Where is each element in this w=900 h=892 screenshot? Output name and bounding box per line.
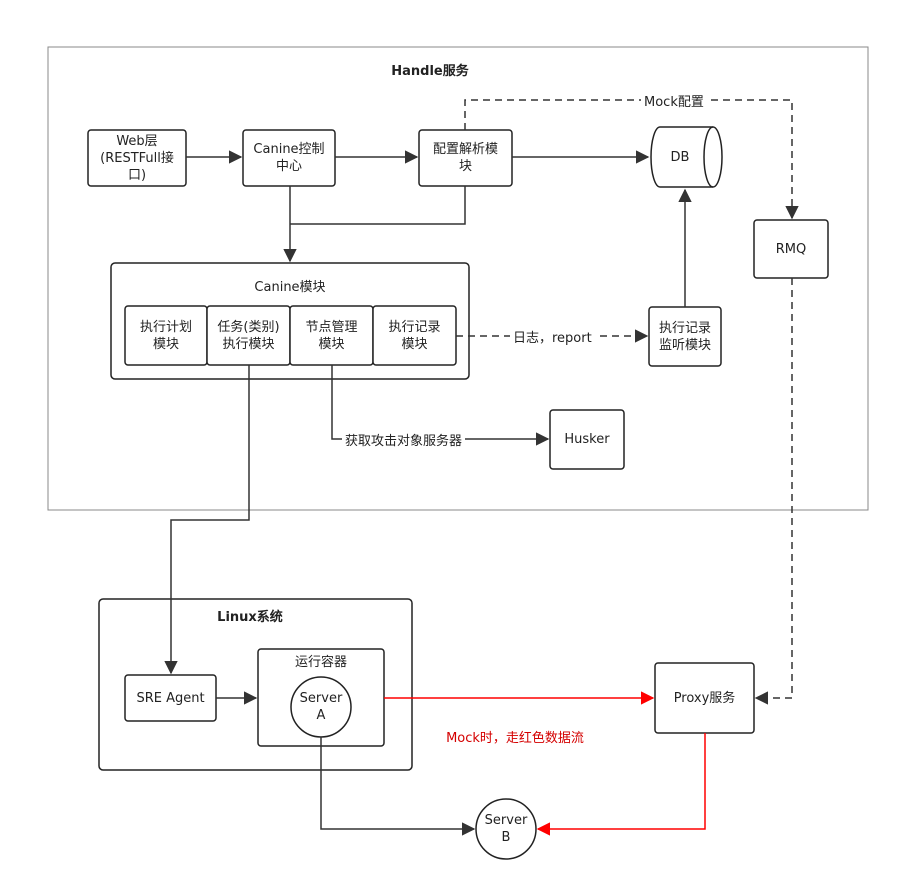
canine-module-title: Canine模块 (254, 279, 326, 295)
db-cylinder-face (703, 126, 714, 188)
mock-note-label: Mock时，走红色数据流 (446, 730, 584, 746)
web-layer-box (87, 129, 187, 187)
mock-config-label: Mock配置 (641, 91, 707, 110)
rmq-box (753, 219, 829, 279)
config-parse-label: 配置解析模 块 (432, 142, 498, 174)
proxy-label: Proxy服务 (673, 690, 736, 706)
husker-label: Husker (564, 432, 610, 447)
log-report-label: 日志，report (510, 327, 595, 346)
edge-config-join (290, 186, 466, 225)
handle-title: Handle服务 (391, 63, 469, 79)
edge-servera-to-serverb (320, 737, 476, 836)
web-layer-label: Web层 (RESTFull接 口) (100, 133, 174, 183)
canine-control-label: Canine控制 中心 (253, 142, 325, 174)
server-b-label: Server B (484, 813, 528, 845)
plan-module-label: 执行计划 模块 (139, 319, 192, 352)
node-mgmt-label: 节点管理 模块 (305, 319, 358, 352)
handle-frame (47, 46, 869, 511)
server-a-label: Server A (299, 691, 343, 723)
task-module-label: 任务(类别) 执行模块 (217, 319, 280, 352)
husker-box (549, 409, 625, 470)
edge-task-to-sre (164, 365, 250, 675)
edge-rmq-to-proxy (754, 278, 793, 705)
edge-node-to-husker (331, 365, 550, 446)
linux-title: Linux系统 (217, 609, 283, 625)
db-label: DB (670, 149, 690, 165)
rmq-label: RMQ (775, 241, 807, 257)
edge-mock-config (464, 99, 799, 220)
edge-red-proxy-to-serverb (536, 733, 706, 836)
listener-label: 执行记录 监听模块 (658, 320, 711, 353)
sre-agent-label: SRE Agent (136, 690, 205, 706)
canine-control-box (242, 129, 336, 187)
record-module-label: 执行记录 模块 (388, 319, 441, 352)
server-b-circle (475, 798, 537, 860)
container-label: 运行容器 (294, 654, 347, 670)
get-target-label: 获取攻击对象服务器 (342, 430, 466, 449)
